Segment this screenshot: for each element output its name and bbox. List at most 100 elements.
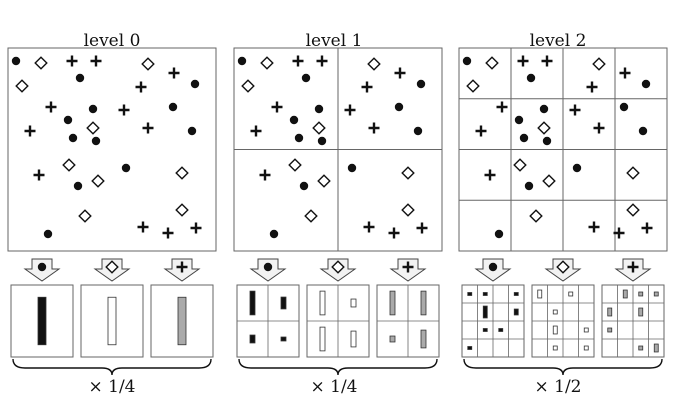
dot-feature-icon — [317, 136, 327, 146]
histogram-bar — [638, 345, 644, 351]
histogram-bar — [350, 298, 357, 308]
plus-feature-icon — [363, 221, 375, 233]
dot-feature-icon — [237, 56, 247, 66]
dot-feature-icon — [488, 262, 498, 272]
plus-feature-icon — [569, 104, 581, 116]
histogram-bar — [622, 289, 628, 299]
plus-feature-icon — [368, 122, 380, 134]
diamond-feature-icon — [542, 174, 556, 188]
histogram-bar — [537, 289, 543, 299]
plus-feature-icon — [484, 169, 496, 181]
histogram-bar — [177, 296, 187, 346]
histogram-bar — [482, 305, 488, 319]
histogram-bar — [653, 343, 659, 353]
dot-feature-icon — [43, 229, 53, 239]
panel-0-drawing — [7, 47, 217, 376]
dot-feature-icon — [619, 102, 629, 112]
diamond-feature-icon — [260, 56, 274, 70]
plus-feature-icon — [271, 101, 283, 113]
histogram-bar — [638, 291, 644, 297]
histogram-bar — [498, 328, 504, 332]
histogram-bar — [513, 308, 519, 316]
dot-feature-icon — [347, 163, 357, 173]
diamond-feature-icon — [626, 166, 640, 180]
dot-feature-icon — [121, 163, 131, 173]
diamond-feature-icon — [78, 209, 92, 223]
diamond-feature-icon — [86, 121, 100, 135]
plus-feature-icon — [627, 261, 639, 273]
plus-feature-icon — [162, 227, 174, 239]
plus-feature-icon — [66, 55, 78, 67]
diamond-feature-icon — [175, 166, 189, 180]
dot-feature-icon — [73, 181, 83, 191]
plus-feature-icon — [137, 221, 149, 233]
dot-feature-icon — [494, 229, 504, 239]
histogram-bar — [552, 325, 558, 335]
plus-feature-icon — [641, 222, 653, 234]
dot-feature-icon — [519, 133, 529, 143]
histogram-bar — [389, 335, 396, 343]
dot-feature-icon — [526, 73, 536, 83]
dot-feature-icon — [314, 104, 324, 114]
plus-feature-icon — [45, 101, 57, 113]
diamond-feature-icon — [15, 79, 29, 93]
histogram-bar — [467, 292, 473, 296]
weight-factor: × 1/4 — [88, 377, 135, 397]
weight-factor: × 1/2 — [534, 377, 581, 397]
histogram-bar — [583, 327, 589, 333]
plus-feature-icon — [135, 81, 147, 93]
histogram-bar — [249, 290, 256, 316]
dot-feature-icon — [289, 115, 299, 125]
dot-feature-icon — [539, 104, 549, 114]
curly-brace — [12, 358, 212, 376]
diamond-feature-icon — [175, 203, 189, 217]
dot-feature-icon — [190, 79, 200, 89]
dot-feature-icon — [514, 115, 524, 125]
histogram-bar — [37, 296, 47, 346]
histogram-bar — [420, 290, 427, 316]
dot-feature-icon — [91, 136, 101, 146]
curly-brace — [463, 358, 663, 376]
plus-feature-icon — [613, 227, 625, 239]
dot-feature-icon — [416, 79, 426, 89]
plus-feature-icon — [24, 125, 36, 137]
image-region-box — [7, 47, 217, 252]
dot-feature-icon — [88, 104, 98, 114]
diagram-drawing — [7, 47, 668, 376]
dot-feature-icon — [294, 133, 304, 143]
histogram-bar — [482, 292, 488, 296]
plus-feature-icon — [619, 67, 631, 79]
diamond-feature-icon — [62, 158, 76, 172]
diamond-feature-icon — [592, 57, 606, 71]
panel-1-drawing — [233, 47, 443, 376]
diamond-feature-icon — [367, 57, 381, 71]
histogram-bar — [638, 307, 644, 317]
dot-feature-icon — [63, 115, 73, 125]
plus-feature-icon — [168, 67, 180, 79]
plus-feature-icon — [586, 81, 598, 93]
panel-level-1: level 1 × 1/4 — [306, 31, 363, 397]
plus-feature-icon — [588, 221, 600, 233]
dot-feature-icon — [269, 229, 279, 239]
diamond-feature-icon — [331, 260, 345, 274]
plus-feature-icon — [402, 261, 414, 273]
dot-feature-icon — [263, 262, 273, 272]
diamond-feature-icon — [141, 57, 155, 71]
panel-title: level 1 — [306, 31, 363, 51]
diamond-feature-icon — [556, 260, 570, 274]
diamond-feature-icon — [537, 121, 551, 135]
plus-feature-icon — [416, 222, 428, 234]
dot-feature-icon — [75, 73, 85, 83]
histogram-bar — [107, 296, 117, 346]
dot-feature-icon — [68, 133, 78, 143]
plus-feature-icon — [90, 55, 102, 67]
diamond-feature-icon — [466, 79, 480, 93]
diamond-feature-icon — [304, 209, 318, 223]
dot-feature-icon — [299, 181, 309, 191]
plus-feature-icon — [496, 101, 508, 113]
dot-feature-icon — [37, 262, 47, 272]
dot-feature-icon — [638, 126, 648, 136]
histogram-bar — [552, 345, 558, 351]
histogram-bar — [280, 336, 287, 342]
